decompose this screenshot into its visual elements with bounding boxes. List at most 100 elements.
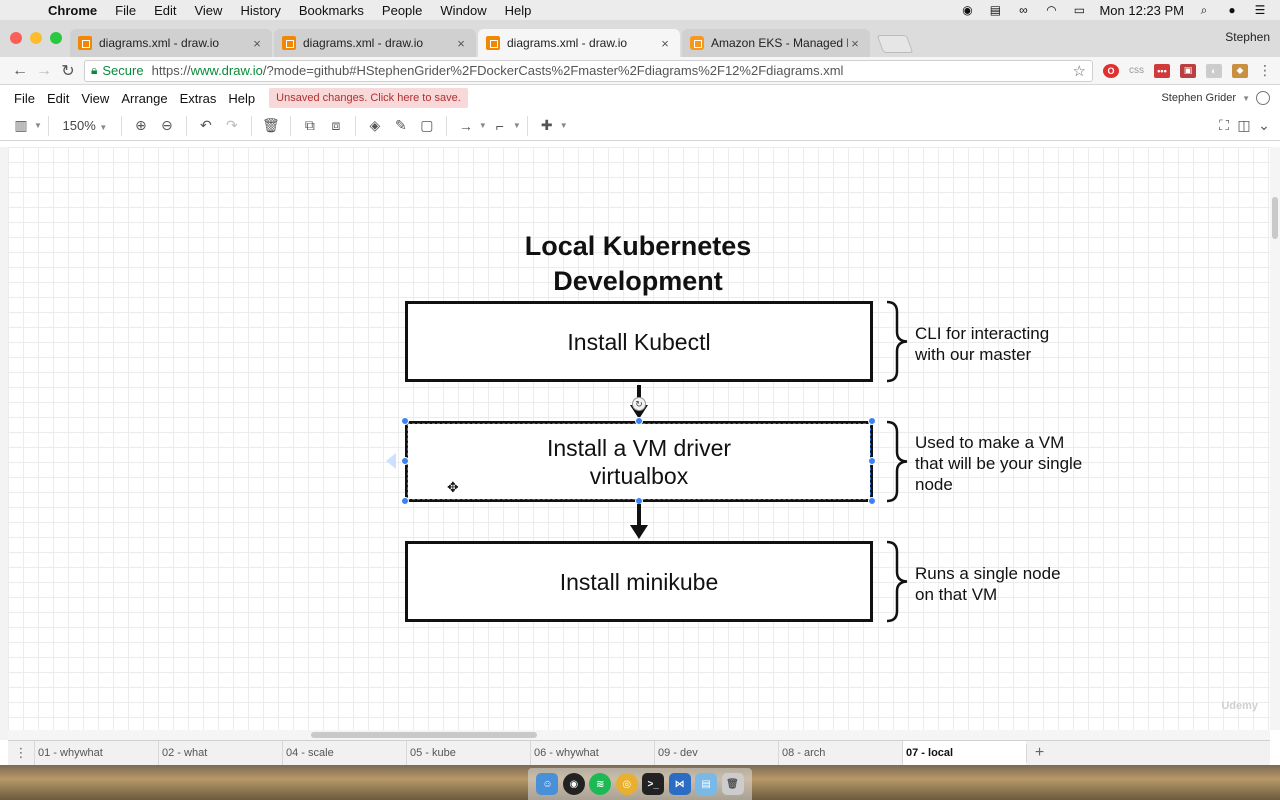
page-tab[interactable]: 02 - what	[158, 740, 282, 766]
zoom-select[interactable]: 150% ▼	[62, 118, 108, 133]
obs-icon[interactable]: ◉	[562, 773, 585, 795]
wifi-icon[interactable]: ◠	[1046, 3, 1057, 17]
vertical-scrollbar[interactable]	[1270, 147, 1280, 730]
drawio-menu-file[interactable]: File	[14, 90, 35, 106]
close-tab-icon[interactable]: ×	[851, 35, 859, 51]
menu-people[interactable]: People	[381, 2, 423, 18]
finder-icon[interactable]: ☺	[536, 773, 559, 795]
chrome-icon[interactable]: ◎	[615, 773, 638, 795]
format-panel-icon[interactable]: ▥	[14, 117, 28, 133]
obs-icon[interactable]: ◉	[962, 3, 973, 17]
connector-arrow[interactable]	[637, 504, 641, 527]
resize-handle[interactable]	[401, 497, 409, 505]
siri-icon[interactable]: ●	[1228, 3, 1236, 17]
zoom-window-button[interactable]	[50, 32, 62, 44]
bookmark-star-icon[interactable]: ☆	[1072, 62, 1086, 80]
glasses-icon[interactable]: ∞	[1019, 3, 1028, 17]
opera-extension-icon[interactable]: O	[1103, 63, 1119, 78]
menu-view[interactable]: View	[194, 2, 223, 18]
to-front-icon[interactable]: ⧉	[304, 117, 315, 133]
drawio-menu-arrange[interactable]: Arrange	[121, 90, 168, 106]
curly-brace[interactable]	[883, 540, 911, 623]
close-window-button[interactable]	[10, 32, 22, 44]
ublock-extension-icon[interactable]: ▣	[1180, 63, 1196, 78]
spotify-icon[interactable]: ≋	[589, 773, 612, 795]
extension-icon[interactable]: ◐	[1206, 63, 1222, 78]
docker-icon[interactable]: ▤	[989, 3, 1002, 17]
browser-tab-3-active[interactable]: diagrams.xml - draw.io ×	[478, 29, 680, 57]
scrollbar-thumb[interactable]	[1272, 197, 1278, 239]
spotlight-search-icon[interactable]: ⌕	[1200, 2, 1208, 17]
diagram-canvas[interactable]: Local Kubernetes Development Install Kub…	[8, 147, 1270, 730]
add-page-icon[interactable]: +	[1026, 744, 1052, 762]
notification-center-icon[interactable]: ☰	[1254, 3, 1266, 17]
resize-handle[interactable]	[868, 457, 876, 465]
menu-window[interactable]: Window	[440, 2, 487, 18]
shadow-icon[interactable]: ▢	[420, 117, 434, 133]
undo-icon[interactable]: ↶	[200, 117, 212, 133]
note-kubectl[interactable]: CLI for interacting with our master	[915, 323, 1115, 365]
menu-edit[interactable]: Edit	[154, 2, 177, 18]
zoom-out-icon[interactable]: ⊖	[161, 117, 173, 133]
fox-extension-icon[interactable]: ◆	[1232, 63, 1248, 78]
line-color-icon[interactable]: ✎	[395, 117, 407, 133]
connection-style-icon[interactable]: →	[458, 117, 473, 134]
menu-history[interactable]: History	[240, 2, 281, 18]
fullscreen-icon[interactable]: ⛶	[1219, 117, 1229, 133]
collapse-chevron-icon[interactable]: ⌄	[1258, 117, 1270, 133]
menu-help[interactable]: Help	[504, 2, 532, 18]
new-tab-button[interactable]	[876, 35, 914, 53]
diagram-title[interactable]: Local Kubernetes Development	[498, 229, 778, 299]
resize-handle[interactable]	[635, 417, 643, 425]
lastpass-extension-icon[interactable]: •••	[1154, 63, 1170, 78]
clone-arrow-icon[interactable]	[386, 453, 396, 469]
page-tab[interactable]: 04 - scale	[282, 740, 406, 766]
note-vm-driver[interactable]: Used to make a VM that will be your sing…	[915, 432, 1115, 495]
curly-brace[interactable]	[883, 300, 911, 383]
menu-app-chrome[interactable]: Chrome	[48, 2, 98, 18]
resize-handle[interactable]	[401, 457, 409, 465]
page-tab[interactable]: 09 - dev	[654, 740, 778, 766]
step-box-install-vm-driver[interactable]: Install a VM driver virtualbox	[405, 421, 873, 502]
browser-tab-1[interactable]: diagrams.xml - draw.io ×	[70, 29, 272, 57]
insert-plus-icon[interactable]: ✚	[540, 117, 553, 133]
fill-color-icon[interactable]: ◈	[369, 117, 381, 133]
battery-icon[interactable]: ▭	[1073, 3, 1086, 17]
redo-icon[interactable]: ↷	[226, 117, 238, 133]
page-tab[interactable]: 05 - kube	[406, 740, 530, 766]
clock[interactable]: Mon 12:23 PM	[1099, 2, 1184, 18]
drawio-menu-view[interactable]: View	[81, 90, 110, 106]
menu-bookmarks[interactable]: Bookmarks	[298, 2, 364, 18]
page-tab[interactable]: 06 - whywhat	[530, 740, 654, 766]
menu-file[interactable]: File	[115, 2, 137, 18]
address-bar[interactable]: 🔒︎ Secure https://www.draw.io/?mode=gith…	[84, 59, 1093, 82]
rotate-handle-icon[interactable]: ↻	[632, 397, 646, 411]
terminal-icon[interactable]: >_	[642, 773, 665, 795]
close-tab-icon[interactable]: ×	[457, 35, 465, 51]
resize-handle[interactable]	[868, 497, 876, 505]
chrome-menu-icon[interactable]: ⋮	[1258, 62, 1272, 78]
sidebar-collapsed[interactable]	[0, 147, 8, 740]
curly-brace[interactable]	[883, 420, 911, 503]
trash-icon[interactable]: 🗑︎	[721, 773, 744, 795]
language-globe-icon[interactable]	[1256, 91, 1270, 105]
note-minikube[interactable]: Runs a single node on that VM	[915, 563, 1115, 605]
unsaved-changes-button[interactable]: Unsaved changes. Click here to save.	[269, 88, 468, 108]
chrome-profile-name[interactable]: Stephen	[1225, 30, 1270, 44]
waypoints-icon[interactable]: ⌐	[495, 117, 504, 134]
browser-tab-4[interactable]: Amazon EKS - Managed Kuber ×	[682, 29, 870, 57]
format-toggle-icon[interactable]: ◫	[1237, 117, 1251, 133]
page-tab[interactable]: 08 - arch	[778, 740, 902, 766]
connector-arrow[interactable]	[637, 385, 641, 407]
close-tab-icon[interactable]: ×	[253, 35, 261, 51]
resize-handle[interactable]	[401, 417, 409, 425]
step-box-install-minikube[interactable]: Install minikube	[405, 541, 873, 622]
scrollbar-thumb[interactable]	[311, 732, 537, 738]
resize-handle[interactable]	[868, 417, 876, 425]
zoom-in-icon[interactable]: ⊕	[135, 117, 147, 133]
css-extension-icon[interactable]: css	[1129, 65, 1144, 76]
drawio-menu-edit[interactable]: Edit	[46, 90, 70, 106]
to-back-icon[interactable]: ⧈	[331, 117, 341, 133]
reload-icon[interactable]: ↻	[61, 62, 75, 80]
step-box-install-kubectl[interactable]: Install Kubectl	[405, 301, 873, 382]
